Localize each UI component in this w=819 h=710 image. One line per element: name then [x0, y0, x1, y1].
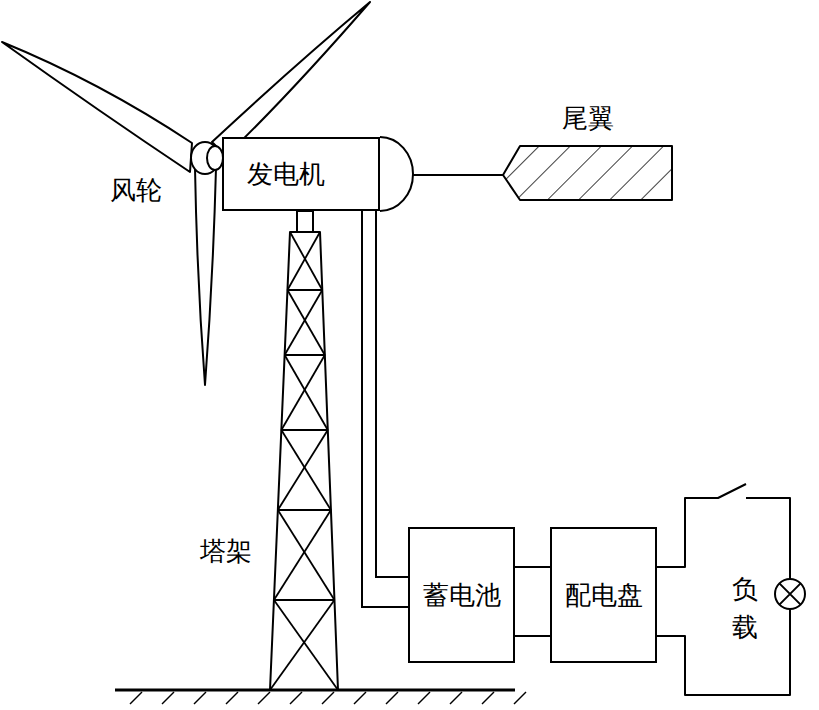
tower-mast: [297, 211, 313, 232]
part-label: 风轮: [108, 176, 164, 205]
rotor-blade: [212, 2, 370, 156]
node-text: 蓄电池: [423, 581, 501, 610]
part-label: 负载: [730, 571, 760, 646]
tail-fin: [503, 146, 672, 200]
distribution-panel-box: 配电盘: [550, 527, 657, 663]
node-text: 发电机: [247, 160, 325, 189]
lamp-symbol: [775, 579, 805, 609]
node-text: 配电盘: [565, 581, 643, 610]
battery-box: 蓄电池: [408, 527, 515, 663]
tower-bracing: [270, 232, 338, 690]
rotor-hub: [207, 146, 223, 170]
rotor-blade: [195, 168, 216, 385]
generator-nose: [380, 137, 413, 211]
tower-frame: [270, 232, 338, 690]
tail-boom: [413, 174, 503, 176]
part-label: 塔架: [198, 537, 254, 566]
wire-connector: [376, 211, 408, 577]
generator-box: 发电机: [222, 137, 380, 211]
wire-connector: [515, 566, 550, 568]
wire-connector: [515, 635, 550, 637]
part-label: 尾翼: [560, 104, 616, 133]
lamp-symbol: [779, 583, 800, 604]
load-wire: [657, 484, 790, 695]
ground-hatching: [130, 692, 526, 704]
rotor-blade: [2, 42, 192, 172]
wire-connector: [362, 211, 408, 607]
ground-line: [115, 689, 515, 692]
